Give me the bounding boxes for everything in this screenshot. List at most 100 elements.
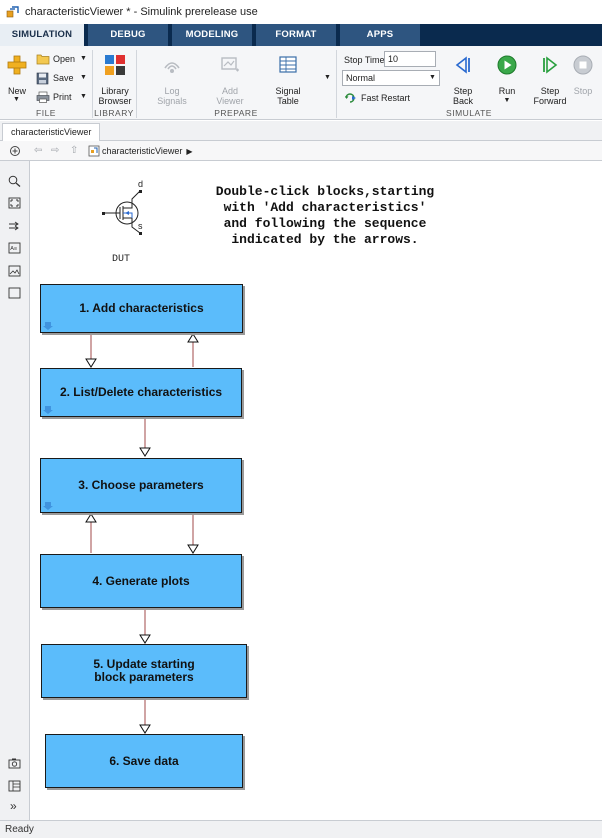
fast-restart-icon bbox=[345, 93, 356, 103]
save-label: Save bbox=[53, 73, 74, 83]
block-add-characteristics[interactable]: 1. Add characteristics bbox=[40, 284, 243, 333]
forward-arrow-icon[interactable]: ⇨ bbox=[51, 145, 60, 156]
step-back-label-1: Step bbox=[453, 86, 473, 96]
back-arrow-icon[interactable]: ⇦ bbox=[34, 145, 43, 156]
dut-block[interactable]: d s bbox=[102, 179, 152, 237]
block-choose-parameters[interactable]: 3. Choose parameters bbox=[40, 458, 242, 513]
chevron-down-icon: ▼ bbox=[80, 93, 87, 100]
instructions-annotation: Double-click blocks,starting with 'Add c… bbox=[215, 184, 435, 247]
library-browser-label-1: Library bbox=[101, 86, 129, 96]
stop-icon bbox=[573, 55, 593, 75]
annotation-icon[interactable]: A≡ bbox=[8, 242, 21, 254]
arrowhead-icon bbox=[85, 513, 97, 523]
chevron-down-icon: ▼ bbox=[80, 55, 87, 62]
arrowhead-icon bbox=[139, 634, 151, 644]
prepare-gallery-expand-icon[interactable]: ▼ bbox=[324, 74, 331, 81]
simulation-mode-value: Normal bbox=[346, 73, 376, 83]
chevron-right-icon: ▶ bbox=[186, 146, 193, 156]
print-label: Print bbox=[53, 92, 72, 102]
step-forward-button[interactable]: Step Forward bbox=[530, 50, 570, 106]
block-update-starting-parameters[interactable]: 5. Update starting block parameters bbox=[41, 644, 247, 698]
simulation-mode-select[interactable]: Normal ▼ bbox=[342, 70, 440, 86]
block-label: 1. Add characteristics bbox=[79, 301, 204, 315]
mask-arrow-icon bbox=[43, 502, 53, 510]
add-viewer-icon bbox=[221, 57, 239, 72]
model-icon bbox=[88, 145, 100, 157]
model-tab-strip: characteristicViewer bbox=[0, 121, 602, 141]
save-button[interactable]: Save ▼ bbox=[34, 71, 88, 87]
signal-table-button[interactable]: Signal Table bbox=[262, 50, 314, 106]
block-label: 3. Choose parameters bbox=[78, 478, 204, 492]
signal-arrows-icon[interactable] bbox=[8, 220, 21, 232]
new-button[interactable]: New ▼ bbox=[4, 50, 30, 104]
group-divider bbox=[92, 50, 93, 118]
tab-debug[interactable]: DEBUG bbox=[88, 24, 168, 46]
log-signals-button[interactable]: Log Signals bbox=[146, 50, 198, 106]
svg-text:A≡: A≡ bbox=[10, 246, 17, 252]
block-label: 5. Update starting block parameters bbox=[93, 657, 195, 684]
block-generate-plots[interactable]: 4. Generate plots bbox=[40, 554, 242, 608]
fast-restart-label: Fast Restart bbox=[361, 93, 411, 103]
tab-apps[interactable]: APPS bbox=[340, 24, 420, 46]
tab-modeling[interactable]: MODELING bbox=[172, 24, 252, 46]
stop-time-input[interactable]: 10 bbox=[384, 51, 436, 67]
open-button[interactable]: Open ▼ bbox=[34, 52, 88, 68]
group-divider bbox=[136, 50, 137, 118]
fit-to-view-icon[interactable] bbox=[8, 197, 21, 209]
fast-restart-button[interactable]: Fast Restart bbox=[342, 90, 438, 106]
open-label: Open bbox=[53, 54, 76, 64]
arrowhead-icon bbox=[139, 724, 151, 734]
mask-arrow-icon bbox=[43, 406, 53, 414]
up-arrow-icon[interactable]: ⇧ bbox=[70, 145, 79, 156]
signal-table-icon bbox=[279, 56, 297, 73]
status-bar: Ready bbox=[0, 820, 602, 838]
model-canvas[interactable]: d s DUT Double-click blocks,starting wit… bbox=[30, 161, 602, 820]
library-group-label: LIBRARY bbox=[94, 108, 134, 118]
expand-toolbar-icon[interactable]: » bbox=[10, 799, 17, 813]
add-viewer-label-2: Viewer bbox=[216, 96, 244, 106]
connector-layer bbox=[85, 333, 199, 734]
image-icon[interactable] bbox=[8, 265, 21, 277]
add-viewer-button[interactable]: Add Viewer bbox=[204, 50, 256, 106]
run-label: Run bbox=[498, 86, 516, 96]
block-save-data[interactable]: 6. Save data bbox=[45, 734, 243, 788]
chevron-down-icon: ▼ bbox=[13, 96, 20, 103]
title-bar: characteristicViewer * - Simulink prerel… bbox=[0, 0, 602, 24]
signal-table-label-2: Table bbox=[277, 96, 299, 106]
group-divider bbox=[336, 50, 337, 118]
mosfet-icon bbox=[102, 190, 142, 235]
chevron-down-icon: ▼ bbox=[429, 74, 436, 81]
chevron-down-icon: ▼ bbox=[503, 97, 511, 104]
library-browser-button[interactable]: Library Browser bbox=[96, 50, 134, 106]
chevron-down-icon: ▼ bbox=[80, 74, 87, 81]
arrowhead-icon bbox=[85, 358, 97, 368]
ribbon-tab-bar: SIMULATION DEBUG MODELING FORMAT APPS bbox=[0, 24, 602, 46]
run-icon bbox=[497, 55, 517, 75]
model-tab-characteristicviewer[interactable]: characteristicViewer bbox=[2, 123, 101, 141]
zoom-icon[interactable] bbox=[8, 175, 21, 187]
stop-button[interactable]: Stop bbox=[568, 50, 598, 106]
block-list-delete-characteristics[interactable]: 2. List/Delete characteristics bbox=[40, 368, 242, 417]
run-button[interactable]: Run ▼ bbox=[488, 50, 526, 106]
simulink-app-icon bbox=[6, 5, 20, 19]
step-back-button[interactable]: Step Back bbox=[444, 50, 482, 106]
block-label: 4. Generate plots bbox=[92, 573, 190, 588]
model-browser-icon[interactable] bbox=[8, 780, 21, 792]
step-back-label-2: Back bbox=[452, 96, 473, 106]
stop-time-value: 10 bbox=[388, 54, 399, 64]
new-icon bbox=[7, 55, 27, 75]
add-viewer-label-1: Add bbox=[221, 86, 238, 96]
tab-format[interactable]: FORMAT bbox=[256, 24, 336, 46]
file-group-label: FILE bbox=[36, 108, 56, 118]
canvas-left-toolbar: A≡ » bbox=[0, 161, 30, 820]
breadcrumb-model-name: characteristicViewer bbox=[102, 146, 183, 156]
save-icon bbox=[36, 72, 49, 85]
hide-explorer-icon[interactable] bbox=[9, 145, 21, 157]
tab-simulation[interactable]: SIMULATION bbox=[0, 24, 84, 46]
camera-icon[interactable] bbox=[8, 757, 21, 769]
breadcrumb[interactable]: characteristicViewer ▶ bbox=[88, 143, 193, 159]
area-icon[interactable] bbox=[8, 287, 21, 299]
arrowhead-icon bbox=[139, 447, 151, 457]
dut-label: DUT bbox=[112, 254, 131, 265]
print-button[interactable]: Print ▼ bbox=[34, 90, 88, 106]
